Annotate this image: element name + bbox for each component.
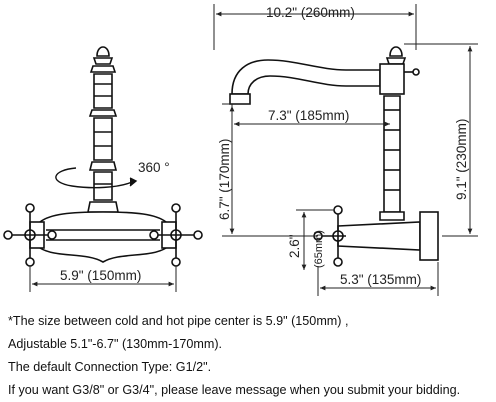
center-spacing-dimension: [29, 266, 177, 292]
inlet-height-label: 2.6": [287, 234, 302, 258]
wall-depth-label: 5.3" (135mm): [340, 272, 421, 287]
note-custom-connection: If you want G3/8" or G3/4", please leave…: [8, 383, 461, 397]
note-connection-type: The default Connection Type: G1/2".: [8, 360, 212, 374]
inlet-height-mm-label: (65mm): [313, 230, 325, 268]
overall-length-dimension: [213, 4, 417, 50]
wall-depth-dimension: [317, 262, 439, 296]
overall-length-label: 10.2" (260mm): [266, 5, 355, 20]
spout-height-label: 6.7" (170mm): [217, 139, 232, 220]
inlet-height-dimension: [296, 209, 334, 270]
side-view-faucet: [229, 46, 439, 267]
notes-block: *The size between cold and hot pipe cent…: [8, 310, 492, 402]
note-pipe-spacing: *The size between cold and hot pipe cent…: [8, 314, 349, 328]
front-view-faucet: [3, 46, 203, 267]
faucet-drawing: 360 ° 5.9" (150mm): [3, 4, 478, 296]
overall-height-label: 9.1" (230mm): [454, 119, 469, 200]
center-spacing-label: 5.9" (150mm): [60, 268, 141, 283]
overall-height-dimension: [404, 43, 478, 237]
rotation-arrow: [55, 167, 138, 189]
rotation-label: 360 °: [138, 160, 170, 175]
note-adjustable-range: Adjustable 5.1"-6.7" (130mm-170mm).: [8, 337, 223, 351]
spout-reach-label: 7.3" (185mm): [268, 108, 349, 123]
